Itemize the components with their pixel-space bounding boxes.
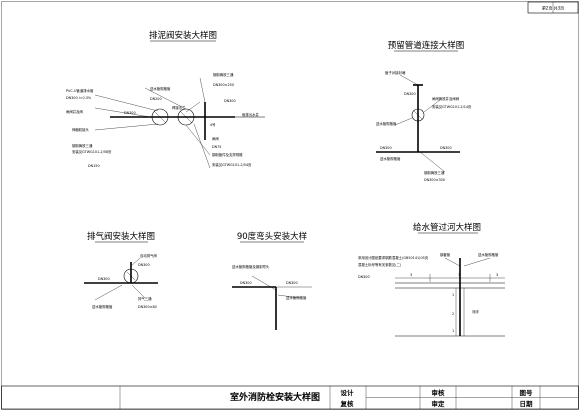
bank-label: 河床 <box>472 309 479 314</box>
river-note2-label: 混凝土标号等有关参数见(二) <box>358 262 402 267</box>
reserved-dn300-300: DN300×300 <box>424 178 445 182</box>
elbow-note-label: 送水管规格管及钢制弯头 <box>232 264 270 269</box>
drain-label: 雨排污水井 <box>242 112 260 117</box>
dn300-right-label: DN300 <box>224 99 236 103</box>
dn75-label: DN75 <box>212 145 221 149</box>
reserved-gate-valve-label: 闸阀铸铁井及闸阀 <box>432 96 460 101</box>
reserved-dn300-left: DN300 <box>380 146 392 150</box>
reserved-tee-label: 钢制铸铁三通 <box>424 170 445 175</box>
reserved-water-pipe-label: 送水管规格管 <box>376 121 397 126</box>
dn150-label: DN150 <box>88 164 100 168</box>
flange-label: 焊接法兰 <box>172 105 186 110</box>
reserved-dn300-right: DN300 <box>440 146 452 150</box>
river-crossing-title: 给水管过河大样图 <box>413 222 481 233</box>
drawing-no-label: 图号 <box>520 388 534 397</box>
air-water-pipe-label: 送水管规格管 <box>92 304 113 309</box>
drain-valve-title: 排泥阀安装大样图 <box>149 30 217 41</box>
river-note1-label: 采用设计图纸要求钢筋混凝土(GB50141)05页 <box>358 255 429 260</box>
check-label: 复核 <box>340 399 355 408</box>
air-dn300-80: DN300×80 <box>138 305 157 309</box>
drawing-title: 室外消防栓安装大样图 <box>230 391 320 403</box>
steel-pipe-label: 钢套管 <box>440 252 451 257</box>
gate-valve-label: 闸阀井及阀 <box>66 109 84 114</box>
river-dn300-label: DN300 <box>358 275 370 279</box>
valve-label: 闸阀 <box>212 136 219 141</box>
elbow-diagram: 90度弯头安装大样 送水管规格管及钢制弯头 DN300 DN300 送水管规格管 <box>232 231 312 330</box>
tee-label: 钢制铸铁三通 <box>72 143 93 148</box>
approve-label: 审定 <box>432 399 446 408</box>
page-label: 第2页 共3页 <box>542 5 564 11</box>
reserved-pipe-title: 预留管道连接大样图 <box>388 40 465 51</box>
river-crossing-diagram: 给水管过河大样图 采用设计图纸要求钢筋混凝土(GB50141)05页 混凝土标号… <box>358 222 505 337</box>
elbow-title: 90度弯头安装大样 <box>237 231 308 242</box>
title-block: 室外消防栓安装大样图 设计 复核 审核 审定 图号 日期 <box>1 385 579 410</box>
dn300-left-label: DN300 <box>124 111 136 115</box>
spec1-label: 安装见GTWG101-2/58页 <box>72 149 112 154</box>
dim-left: 3 <box>410 273 412 277</box>
air-dn300-top: DN300 <box>138 263 150 267</box>
exhaust-label: 排气三通 <box>138 296 152 301</box>
elbow-dn300-left: DN300 <box>240 281 252 285</box>
review-label: 审核 <box>432 388 446 397</box>
reserved-dn300-top: DN300 <box>404 92 416 96</box>
reserved-valve-icon <box>411 108 425 122</box>
expansion-label: 伸缩软接头 <box>72 127 90 132</box>
elbow-dn300-right: DN300 <box>286 281 298 285</box>
reserved-spec-label: 安装见GTWG101-2/14页 <box>432 104 472 109</box>
mark-a: 1 <box>452 293 454 297</box>
dn300-250-label: DN300×250 <box>213 83 234 87</box>
dim-right: 3 <box>496 273 498 277</box>
reserved-water-pipe2-label: 送水管规格管 <box>380 156 401 161</box>
reserved-pipe-diagram: 预留管道连接大样图 管子对接封堵 DN300 闸阀铸铁井及闸阀 安装见GTWG1… <box>376 40 472 182</box>
drain-valve-diagram: 排泥阀安装大样图 PVC-U管道排水管 DN300 i=0.3% 闸阀井及阀 伸… <box>66 30 265 169</box>
date-label: 日期 <box>520 399 534 408</box>
mark-c: 1 <box>452 329 454 333</box>
reducer-label: 钢制铸铁三通 <box>213 72 234 77</box>
gate-valve-icon <box>151 108 169 126</box>
page-label-box: 第2页 共3页 <box>527 1 579 14</box>
pipe-spec-label: 钢制管件及支撑规格 <box>212 152 243 157</box>
pvc-dn-label: DN300 i=0.3% <box>66 96 92 100</box>
pvc-pipe-label: PVC-U管道排水管 <box>66 88 94 93</box>
spec2-label: 安装见GTWG101-2/54页 <box>212 162 252 167</box>
water-pipe-label: 送水管规格管 <box>150 86 171 91</box>
auto-valve-label: 自动排气阀 <box>140 253 158 258</box>
dim-mid: 3 <box>458 273 460 277</box>
tap-label: 4号 <box>210 122 216 127</box>
mark-b: 2 <box>452 312 454 316</box>
river-water-pipe-label: 送水管规格管 <box>478 252 499 257</box>
air-valve-title: 排气阀安装大样图 <box>87 231 155 242</box>
air-dn300-left: DN300 <box>98 277 110 281</box>
dn200-label: DN200 <box>150 97 162 101</box>
plug-label: 管子对接封堵 <box>385 70 406 75</box>
elbow-water-pipe-label: 送水管规格管 <box>286 295 307 300</box>
design-label: 设计 <box>341 388 355 397</box>
air-valve-diagram: 排气阀安装大样图 自动排气阀 DN300 DN300 送水管规格管 排气三通 D… <box>84 231 158 309</box>
